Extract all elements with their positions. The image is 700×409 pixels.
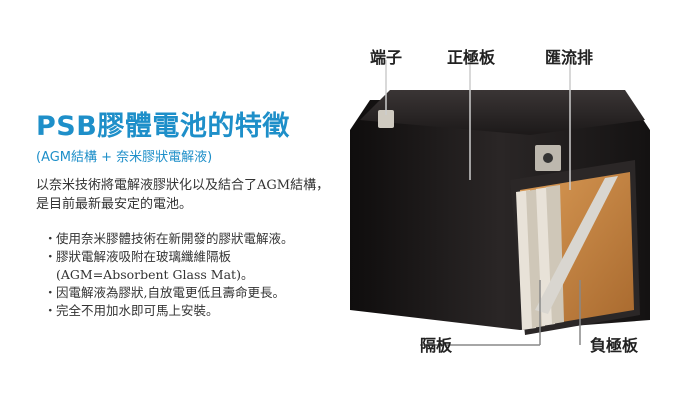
label-terminal: 端子 xyxy=(370,48,403,67)
label-positive-plate: 正極板 xyxy=(447,48,496,67)
battery-lid xyxy=(360,90,645,135)
plate-stack xyxy=(516,172,634,330)
label-negative-plate: 負極板 xyxy=(590,336,639,355)
label-busbar: 匯流排 xyxy=(545,48,594,67)
feature-item-continuation: (AGM=Absorbent Glass Mat)。 xyxy=(56,267,254,282)
battery-cutaway-illustration xyxy=(350,60,650,346)
feature-item: ・因電解液為膠狀,自放電更低且壽命更長。 xyxy=(44,285,285,300)
feature-item: ・膠狀電解液吸附在玻璃纖維隔板 xyxy=(44,249,232,264)
feature-list: ・使用奈米膠體技術在新開發的膠狀電解液。 ・膠狀電解液吸附在玻璃纖維隔板 (AG… xyxy=(44,230,294,320)
page-title: PSB膠體電池的特徵 xyxy=(36,111,290,142)
feature-item: ・完全不用加水即可馬上安裝。 xyxy=(44,303,219,318)
label-separator: 隔板 xyxy=(420,336,453,355)
busbar-strap xyxy=(535,176,618,314)
intro-text: 以奈米技術將電解液膠狀化以及結合了AGM結構，是目前最新最安定的電池。 xyxy=(36,178,330,212)
feature-item: ・使用奈米膠體技術在新開發的膠狀電解液。 xyxy=(44,231,294,246)
page-subtitle: (AGM結構 + 奈米膠狀電解液) xyxy=(36,150,213,165)
terminal-left xyxy=(378,110,394,128)
